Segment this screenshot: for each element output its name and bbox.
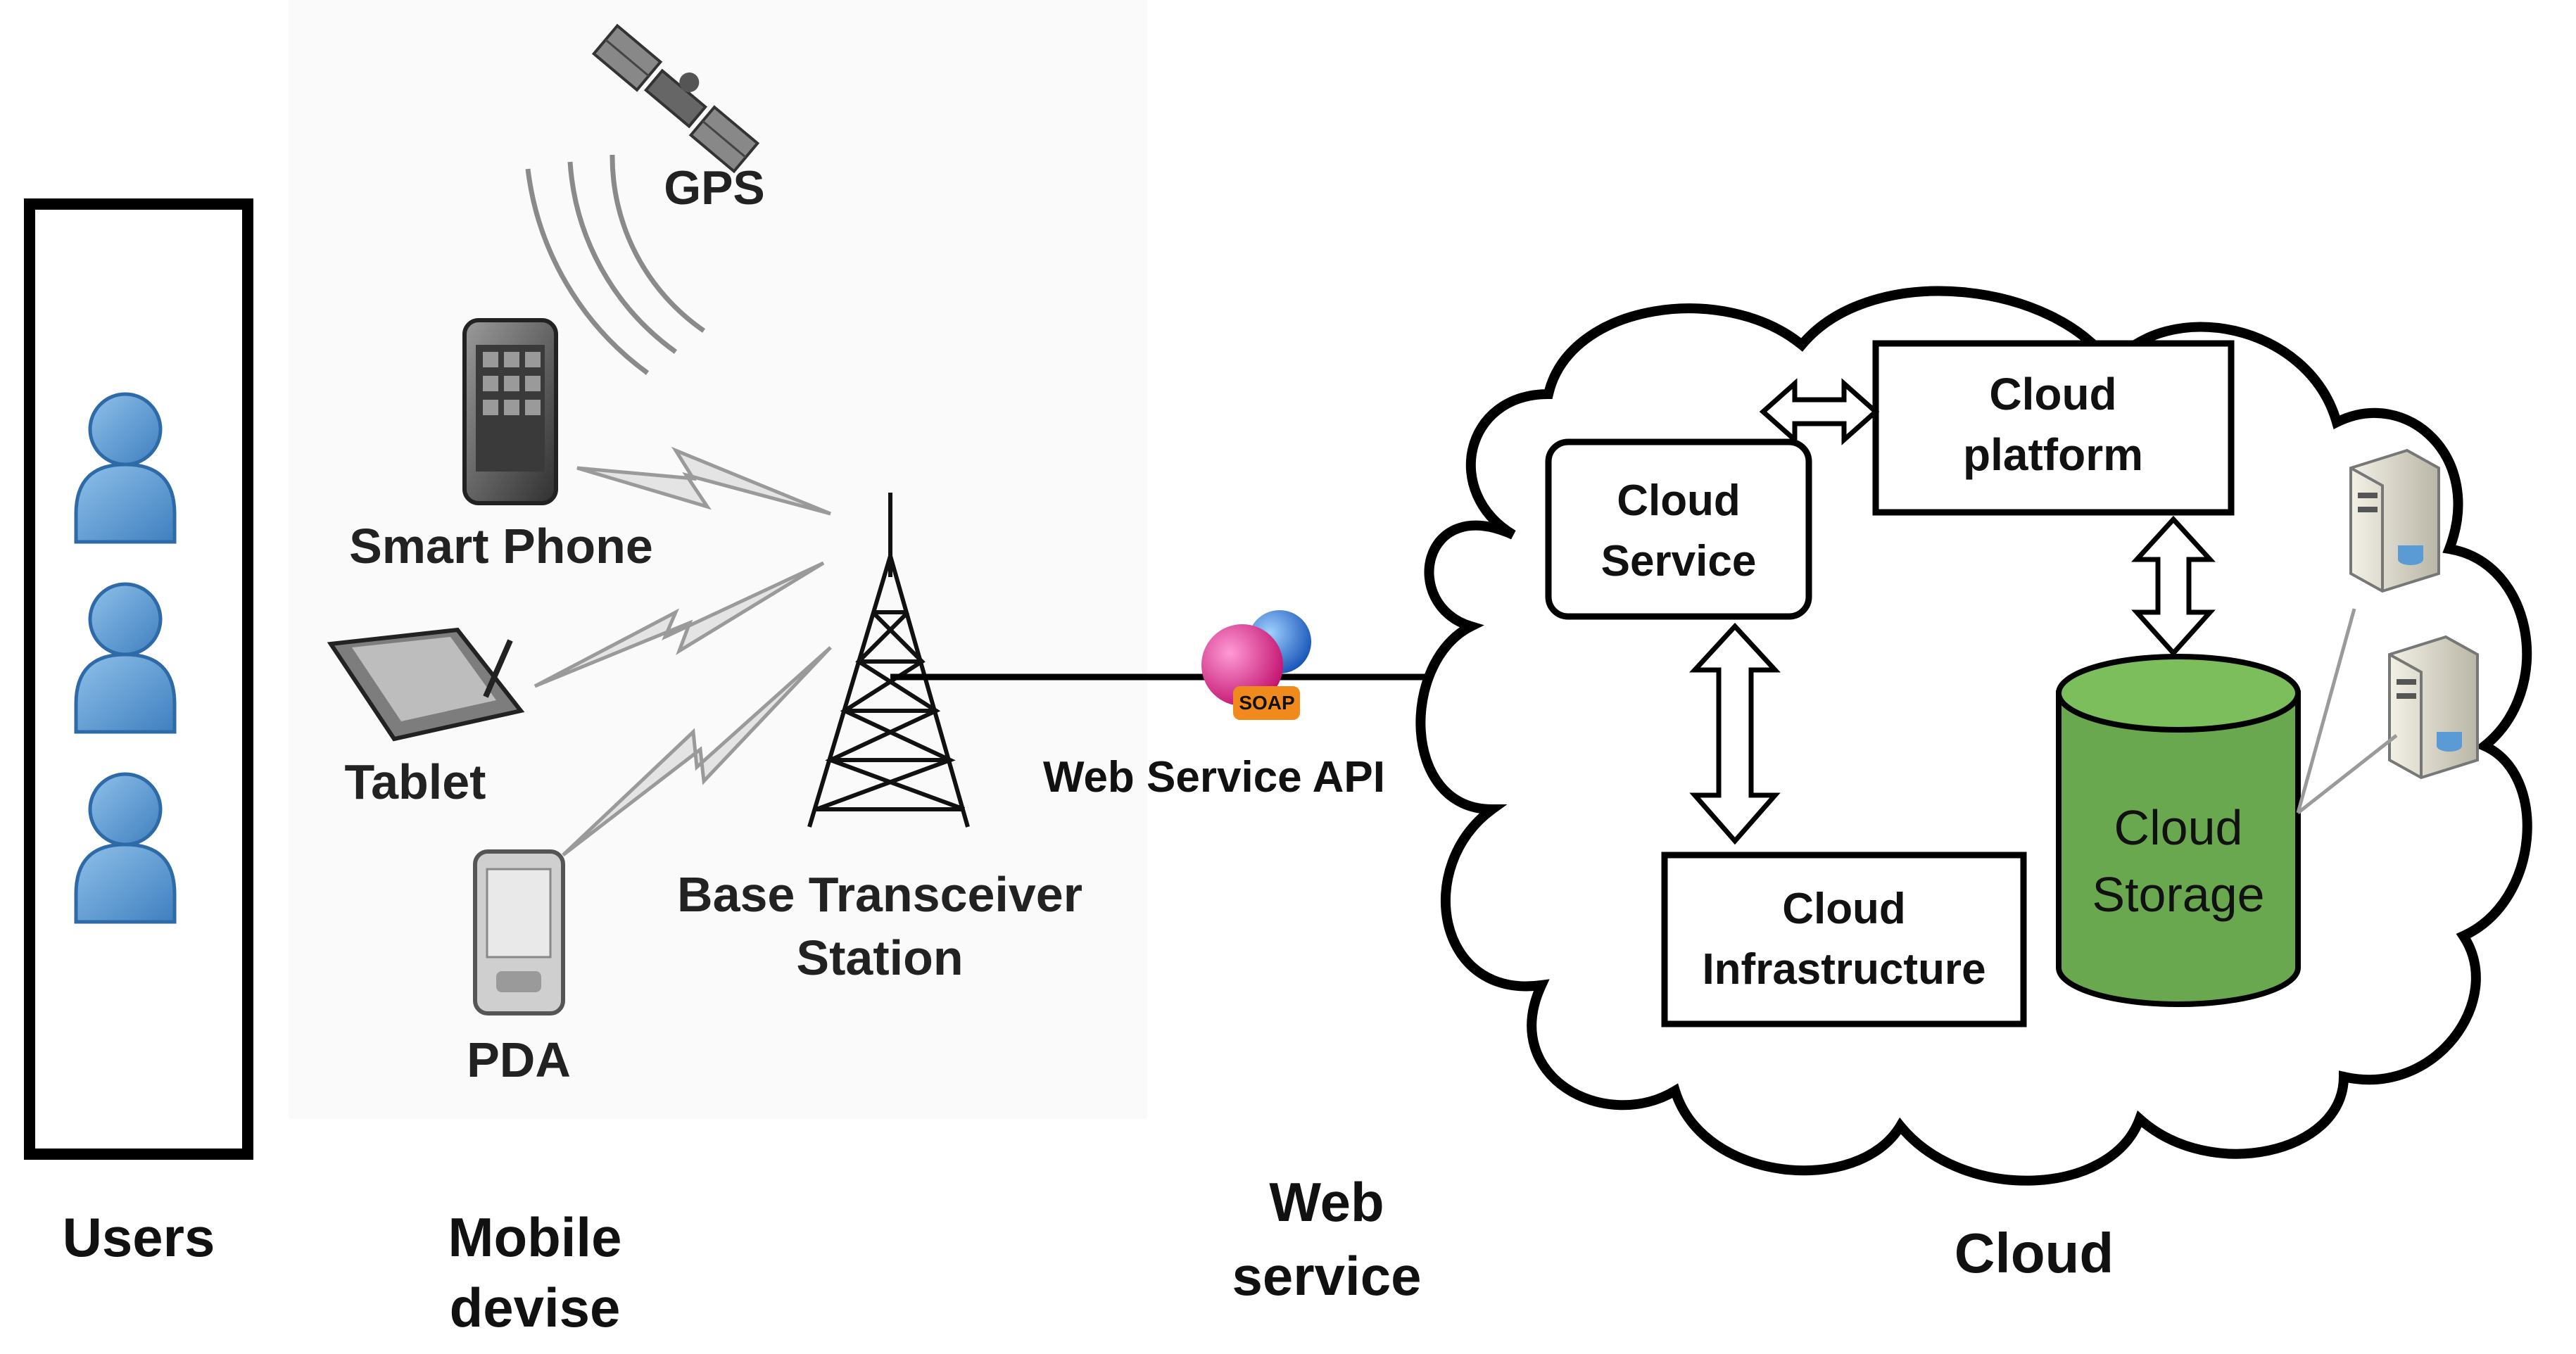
double-arrow-service-platform bbox=[1759, 378, 1880, 445]
cloud-service-line2: Service bbox=[1601, 537, 1757, 586]
mobile-backdrop bbox=[289, 0, 1147, 1119]
web-caption-line1: Web bbox=[1269, 1171, 1384, 1233]
cloud-infrastructure-line2: Infrastructure bbox=[1702, 945, 1985, 994]
bts-label-line1: Base Transceiver bbox=[677, 867, 1082, 922]
tablet-icon bbox=[327, 627, 525, 742]
user-icon bbox=[74, 392, 177, 544]
cloud-service-box bbox=[1545, 438, 1812, 620]
double-arrow-platform-storage bbox=[2131, 515, 2216, 657]
cloud-service-line1: Cloud bbox=[1617, 476, 1741, 525]
user-icon bbox=[74, 772, 177, 924]
gps-label: GPS bbox=[664, 161, 765, 215]
cloud-infrastructure-box bbox=[1661, 852, 2027, 1027]
cloud-caption: Cloud bbox=[1955, 1222, 2114, 1284]
server-link-lines bbox=[2296, 608, 2398, 814]
users-panel bbox=[24, 198, 253, 1160]
cloud-storage-cylinder bbox=[2056, 654, 2301, 1007]
cloud-storage-line1: Cloud bbox=[2114, 800, 2243, 855]
server-icon bbox=[2349, 448, 2440, 593]
cloud-platform-line2: platform bbox=[1963, 429, 2143, 480]
gps-signal-icon bbox=[525, 154, 705, 375]
double-arrow-service-infrastructure bbox=[1689, 622, 1781, 845]
cloud-infrastructure-line1: Cloud bbox=[1782, 885, 1906, 933]
smart-phone-label: Smart Phone bbox=[349, 519, 653, 574]
wireless-link-icon bbox=[533, 446, 832, 856]
web-service-api-label: Web Service API bbox=[1043, 753, 1385, 802]
cloud-platform-line1: Cloud bbox=[1989, 369, 2116, 419]
users-caption: Users bbox=[63, 1206, 215, 1268]
bts-label-line2: Station bbox=[796, 930, 963, 985]
mobile-caption-line2: devise bbox=[450, 1277, 621, 1339]
satellite-icon bbox=[591, 23, 760, 174]
server-icon bbox=[2388, 635, 2479, 780]
soap-globe-icon: SOAP bbox=[1201, 610, 1311, 720]
pda-label: PDA bbox=[467, 1032, 571, 1087]
web-caption-line2: service bbox=[1232, 1245, 1422, 1307]
soap-badge-text: SOAP bbox=[1239, 692, 1294, 714]
cloud-storage-line2: Storage bbox=[2092, 867, 2264, 922]
smart-phone-icon bbox=[462, 318, 558, 505]
tablet-label: Tablet bbox=[345, 754, 486, 809]
tower-icon bbox=[807, 493, 970, 828]
cloud-platform-box bbox=[1872, 340, 2235, 516]
mobile-caption-line1: Mobile bbox=[448, 1206, 622, 1268]
pda-icon bbox=[473, 849, 565, 1016]
user-icon bbox=[74, 582, 177, 734]
